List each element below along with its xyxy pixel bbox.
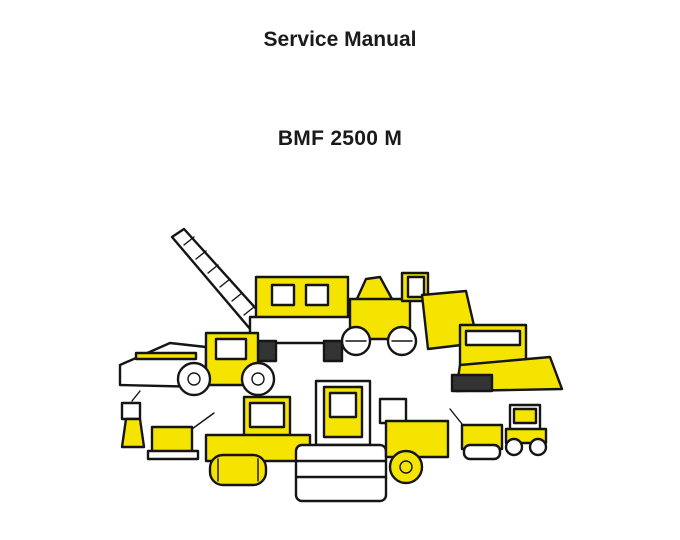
document-title: Service Manual xyxy=(263,28,417,51)
soil-stabilizer xyxy=(118,331,276,397)
model-designation: BMF 2500 M xyxy=(277,127,403,150)
machinery-illustration xyxy=(118,227,564,503)
combination-roller xyxy=(504,403,548,457)
asphalt-paver xyxy=(450,323,564,393)
milling-machine xyxy=(248,275,356,363)
refuse-compactor xyxy=(340,271,430,357)
articulated-roller xyxy=(378,397,450,485)
single-drum-roller xyxy=(294,379,388,503)
walk-behind-roller xyxy=(449,408,504,461)
tandem-roller xyxy=(204,395,312,487)
plate-compactor xyxy=(146,412,215,461)
vibratory-rammer xyxy=(120,390,146,449)
